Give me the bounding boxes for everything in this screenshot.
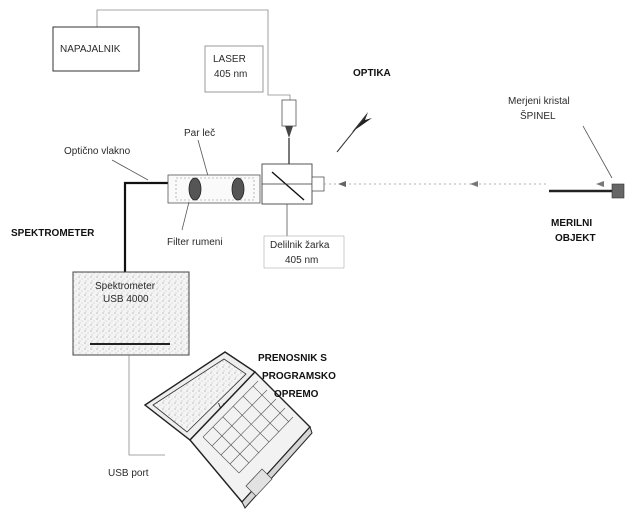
spectrometer-heading: SPEKTROMETER (11, 228, 95, 239)
usb-port-label: USB port (108, 468, 149, 479)
power-supply-box (52, 26, 140, 72)
output-nozzle (311, 176, 325, 192)
measuring-object-label: MERILNI (551, 218, 592, 229)
beam-splitter-mirror (271, 171, 305, 201)
usb-cable (128, 355, 165, 456)
spectrometer-box (72, 271, 190, 356)
spectrometer-model: USB 4000 (103, 294, 149, 305)
lens-tube-inner (175, 177, 255, 201)
beam-arrow-right (596, 181, 604, 187)
beam-arrow-mid (470, 181, 478, 187)
laptop-label-line3: OPREMO (274, 389, 319, 400)
laser-nozzle (285, 126, 293, 138)
optical-fiber (123, 181, 168, 278)
optika-pointer-line (336, 115, 367, 153)
laptop-label-line2: PROGRAMSKO (262, 371, 336, 382)
power-cable (96, 9, 291, 105)
beam-splitter-wavelength: 405 nm (285, 255, 318, 266)
filter-label: Filter rumeni (167, 237, 223, 248)
optical-fiber-leader (111, 159, 149, 181)
lens-tube (167, 174, 261, 204)
laptop-touchpad (245, 468, 273, 497)
laptop-label-line1: PRENOSNIK S (258, 353, 327, 364)
lens-2 (231, 177, 245, 201)
lens-pair-leader (197, 139, 209, 177)
beam-arrow-left (338, 181, 346, 187)
measuring-object-label-2: OBJEKT (555, 233, 596, 244)
lens-pair-label: Par leč (184, 128, 215, 139)
laser-label: LASER (213, 54, 246, 65)
laser-wavelength: 405 nm (214, 69, 247, 80)
spectrometer-name: Spektrometer (95, 281, 156, 292)
laser-head (281, 99, 297, 127)
filter-leader (181, 201, 190, 231)
measured-crystal-leader (582, 125, 613, 179)
spinel-crystal (611, 183, 625, 199)
laptop-screen (152, 358, 247, 433)
optika-heading: OPTIKA (353, 68, 391, 79)
optical-fiber-label: Optično vlakno (64, 146, 131, 157)
lens-1 (188, 177, 202, 201)
laser-box (204, 45, 264, 93)
laptop-keyboard (202, 380, 294, 474)
measured-crystal-label: Merjeni kristal (508, 96, 570, 107)
beam-splitter-label-box (263, 235, 345, 269)
power-supply-label: NAPAJALNIK (60, 44, 121, 55)
measured-crystal-name: ŠPINEL (520, 109, 556, 122)
beam-splitter-label: Delilnik žarka (270, 240, 330, 251)
